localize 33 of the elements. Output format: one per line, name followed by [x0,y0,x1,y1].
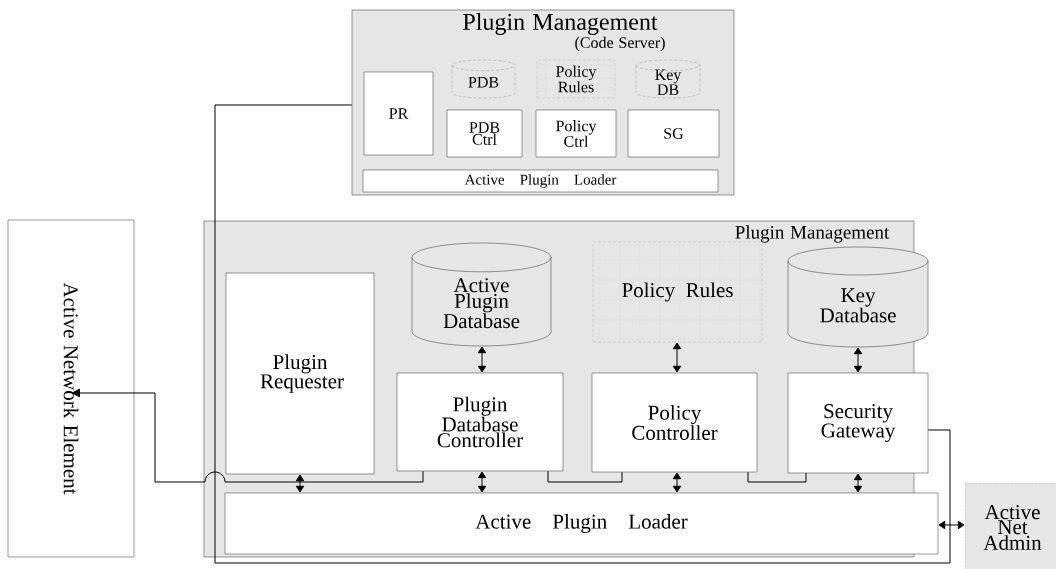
panel-title: Plugin Management [463,13,658,35]
component-box: SG [627,109,720,158]
arrow [938,520,965,530]
panel-title: (Code Server) [575,36,665,52]
loader-bar: Active Plugin Loader [224,492,939,555]
arrow [853,347,863,373]
arrow [477,471,487,493]
arrow [71,388,424,483]
connector-line [747,471,807,483]
component-box: PR [363,71,434,156]
component-box: Security Gateway [787,372,929,474]
loader-bar: Active Plugin Loader [362,169,719,193]
database-cylinder: PDB [451,59,516,99]
admin-box: Active Net Admin [964,482,1056,569]
arrow [672,342,682,373]
arrow [477,346,487,373]
database-cylinder: Key DB [635,59,701,99]
arrow [672,472,682,493]
database-cylinder: Key Database [787,246,929,348]
component-box: Policy Controller [591,372,758,473]
rules-table: Policy Rules [536,59,616,99]
component-box: Policy Ctrl [535,109,617,158]
arrow [295,474,305,493]
component-box: Plugin Requester [225,272,375,475]
connector-line [547,470,623,483]
rules-table: Policy Rules [592,241,763,343]
database-cylinder: Active Plugin Database [411,242,552,347]
arrow [853,473,863,493]
panel-title: Plugin Management [735,225,890,243]
component-box: PDB Ctrl [446,109,523,158]
component-box: Plugin Database Controller [396,372,564,472]
connector-line [214,104,951,564]
element-box: Active Network Element [7,219,135,558]
